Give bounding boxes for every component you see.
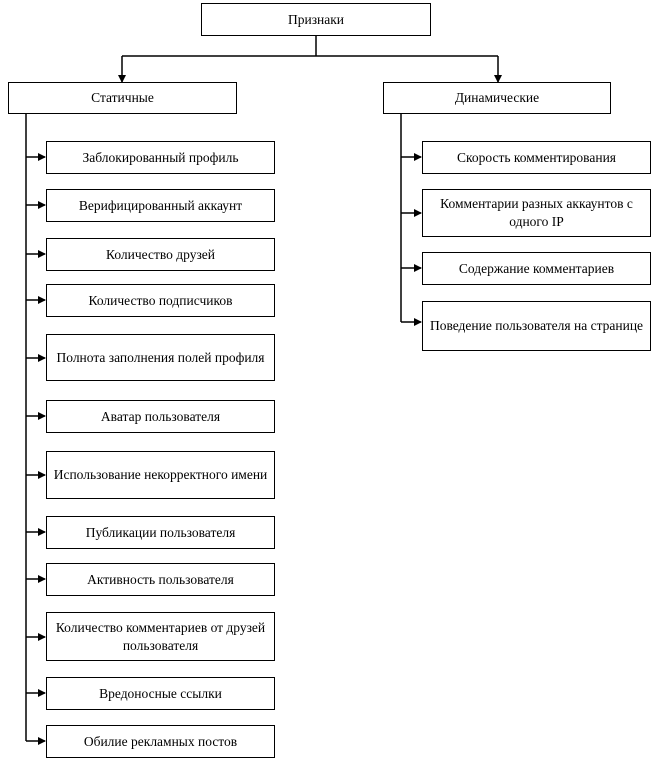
dynamic-item: Комментарии разных аккаунтов с одного IP [422, 189, 651, 237]
dynamic-item-label: Содержание комментариев [458, 260, 615, 276]
static-item-label: Полнота заполнения полей профиля [56, 349, 265, 365]
static-item: Активность пользователя [46, 563, 275, 596]
static-item-label: Количество друзей [105, 246, 216, 262]
static-item: Верифицированный аккаунт [46, 189, 275, 222]
dynamic-branch-label: Динамические [454, 90, 540, 106]
static-item-label: Количество комментариев от друзей пользо… [55, 619, 266, 653]
static-item-label: Заблокированный профиль [82, 149, 239, 165]
static-item-label: Количество подписчиков [88, 292, 233, 308]
static-item-label: Аватар пользователя [100, 408, 221, 424]
static-item: Заблокированный профиль [46, 141, 275, 174]
root-label: Признаки [287, 11, 345, 27]
static-item: Количество подписчиков [46, 284, 275, 317]
static-item: Количество друзей [46, 238, 275, 271]
static-item: Обилие рекламных постов [46, 725, 275, 758]
dynamic-item: Содержание комментариев [422, 252, 651, 285]
dynamic-item-label: Скорость комментирования [456, 149, 617, 165]
static-item-label: Активность пользователя [87, 571, 234, 587]
static-item-label: Использование некорректного имени [53, 467, 268, 483]
dynamic-branch-node: Динамические [383, 82, 611, 114]
static-item: Публикации пользователя [46, 516, 275, 549]
static-item: Вредоносные ссылки [46, 677, 275, 710]
static-branch-label: Статичные [91, 90, 154, 106]
static-item-label: Обилие рекламных постов [83, 733, 238, 749]
static-item: Полнота заполнения полей профиля [46, 334, 275, 381]
dynamic-item: Поведение пользователя на странице [422, 301, 651, 351]
dynamic-item: Скорость комментирования [422, 141, 651, 174]
static-branch-node: Статичные [8, 82, 237, 114]
dynamic-item-label: Комментарии разных аккаунтов с одного IP [440, 196, 633, 229]
static-item: Использование некорректного имени [46, 451, 275, 499]
static-item: Количество комментариев от друзей пользо… [46, 612, 275, 661]
dynamic-item-label: Поведение пользователя на странице [429, 318, 644, 334]
static-item-label: Вредоносные ссылки [99, 685, 222, 701]
static-item-label: Публикации пользователя [85, 524, 236, 540]
root-node: Признаки [201, 3, 431, 36]
static-item-label: Верифицированный аккаунт [78, 197, 243, 213]
static-item: Аватар пользователя [46, 400, 275, 433]
